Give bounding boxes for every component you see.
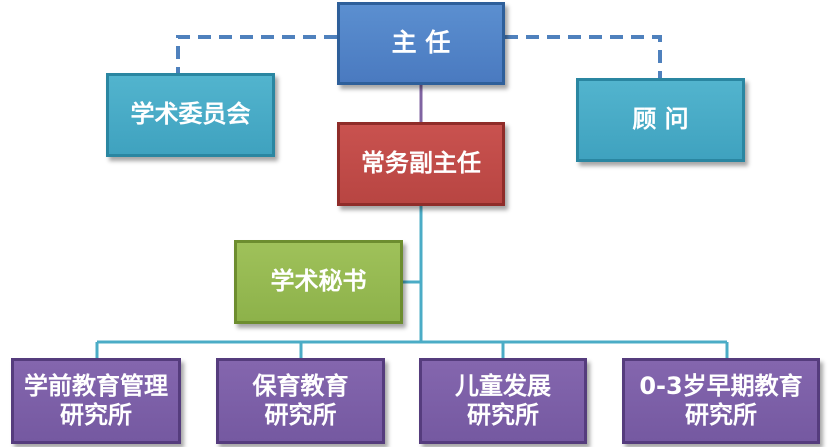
institute-suffix-line: 研究所 [264, 401, 337, 429]
advisor-label: 顾 问 [632, 105, 689, 134]
academic-secretary-label: 学术秘书 [270, 267, 367, 296]
executive-deputy-director-label: 常务副主任 [361, 149, 481, 178]
academic-committee-label: 学术委员会 [130, 100, 251, 129]
director-node: 主 任 [337, 2, 505, 85]
academic-secretary-node: 学术秘书 [234, 240, 403, 324]
dashed-link-committee [176, 35, 337, 73]
institute-node-care-education: 保育教育 研究所 [216, 358, 385, 444]
advisor-node: 顾 问 [576, 78, 745, 162]
institute-suffix-line: 研究所 [60, 401, 132, 429]
institute-node-early-education: 0-3岁早期教育 研究所 [622, 358, 820, 444]
institute-suffix-line: 研究所 [685, 401, 757, 429]
institute-suffix-line: 研究所 [467, 401, 539, 429]
academic-committee-node: 学术委员会 [106, 73, 275, 157]
institute-name-line: 学前教育管理 [24, 371, 168, 400]
institute-name-line: 儿童发展 [455, 371, 551, 400]
institute-node-preschool-management: 学前教育管理 研究所 [11, 358, 181, 444]
institute-name-line: 0-3岁早期教育 [639, 371, 803, 400]
dashed-link-advisor [505, 35, 662, 78]
institute-name-line: 保育教育 [252, 371, 349, 400]
director-label: 主 任 [391, 28, 451, 58]
institute-node-child-development: 儿童发展 研究所 [419, 358, 587, 444]
executive-deputy-director-node: 常务副主任 [337, 122, 505, 206]
